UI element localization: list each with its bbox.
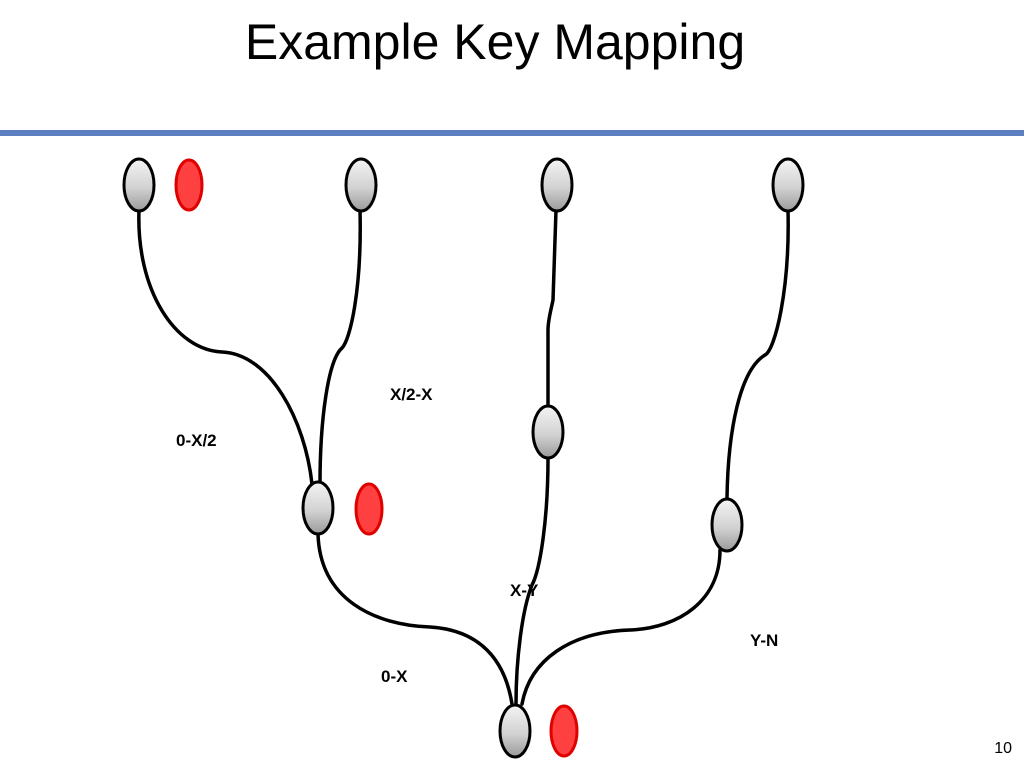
tree-node-leaf-2: [344, 157, 378, 213]
key-marker-bottom: [549, 704, 579, 758]
key-marker-top: [174, 158, 204, 212]
edge-mid-center-to-root: [514, 456, 550, 706]
label-y-to-n: Y-N: [750, 631, 778, 650]
edge-mid-right-to-root: [520, 548, 722, 706]
title-divider: [0, 130, 1024, 136]
edge-leaf2-to-mid-left: [318, 208, 362, 486]
label-half-x-to-x: X/2-X: [390, 385, 433, 404]
edge-leaf1-to-mid-left: [137, 208, 314, 486]
edge-leaf3-to-mid-center: [546, 208, 558, 410]
tree-node-mid-center: [531, 404, 565, 460]
page-number: 10: [994, 740, 1012, 757]
label-0-to-half-x: 0-X/2: [176, 431, 217, 450]
label-0-to-x: 0-X: [381, 667, 408, 686]
edge-leaf4-to-mid-right: [725, 208, 790, 500]
label-x-to-y: X-Y: [510, 581, 539, 600]
tree-node-leaf-1: [122, 157, 156, 213]
tree-node-leaf-3: [540, 157, 574, 213]
edge-mid-left-to-root: [316, 532, 514, 706]
slide-title: Example Key Mapping: [244, 14, 746, 70]
tree-node-mid-left: [301, 480, 335, 536]
tree-node-root: [498, 703, 532, 759]
key-marker-middle: [354, 482, 384, 536]
tree-node-leaf-4: [771, 157, 805, 213]
tree-node-mid-right: [710, 497, 744, 553]
